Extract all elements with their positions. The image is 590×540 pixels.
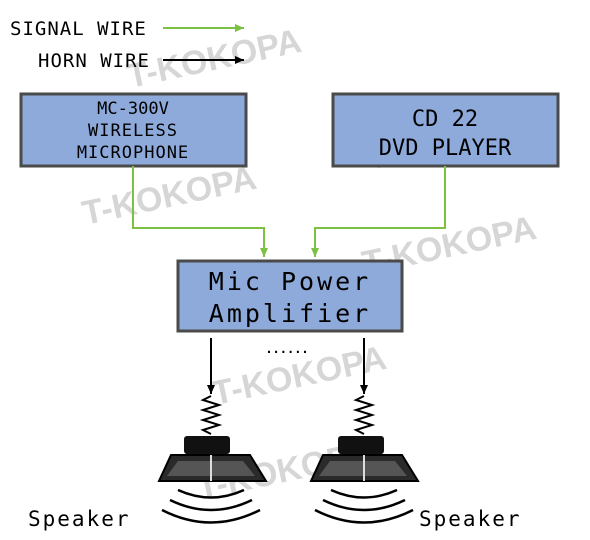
amplifier-box: Mic Power Amplifier: [176, 259, 404, 333]
amplifier-line-1: Mic Power: [209, 267, 371, 296]
speaker-left: [157, 395, 268, 524]
spring-icon: [352, 395, 376, 435]
spring-icon: [199, 395, 223, 435]
sound-wave-icon: [330, 488, 398, 499]
legend-horn-label: HORN WIRE: [38, 50, 150, 72]
mic-box: MC-300V WIRELESS MICROPHONE: [19, 92, 248, 168]
legend: SIGNAL WIRE HORN WIRE: [10, 18, 244, 72]
amplifier-line-2: Amplifier: [209, 299, 371, 328]
cd-box-line-2: DVD PLAYER: [379, 136, 512, 161]
sound-wave-icon: [177, 488, 245, 499]
speaker-right-label: Speaker: [419, 507, 522, 531]
cd-box: CD 22 DVD PLAYER: [331, 92, 560, 168]
speaker-right: [309, 395, 420, 524]
speaker-magnet: [338, 436, 384, 454]
speaker-magnet: [184, 436, 230, 454]
watermark-1: T-KOKOPA: [124, 22, 305, 96]
signal-wire-cd: [311, 166, 446, 257]
speaker-left-label: Speaker: [28, 507, 131, 531]
mic-box-line-3: MICROPHONE: [77, 143, 189, 163]
cd-box-line-1: CD 22: [412, 107, 478, 132]
signal-wire-mic: [132, 166, 268, 257]
legend-signal-label: SIGNAL WIRE: [10, 18, 147, 40]
watermark-2: T-KOKOPA: [79, 159, 260, 233]
mic-box-line-2: WIRELESS: [88, 121, 178, 141]
ellipsis: ......: [265, 342, 308, 356]
mic-box-line-1: MC-300V: [97, 99, 169, 119]
